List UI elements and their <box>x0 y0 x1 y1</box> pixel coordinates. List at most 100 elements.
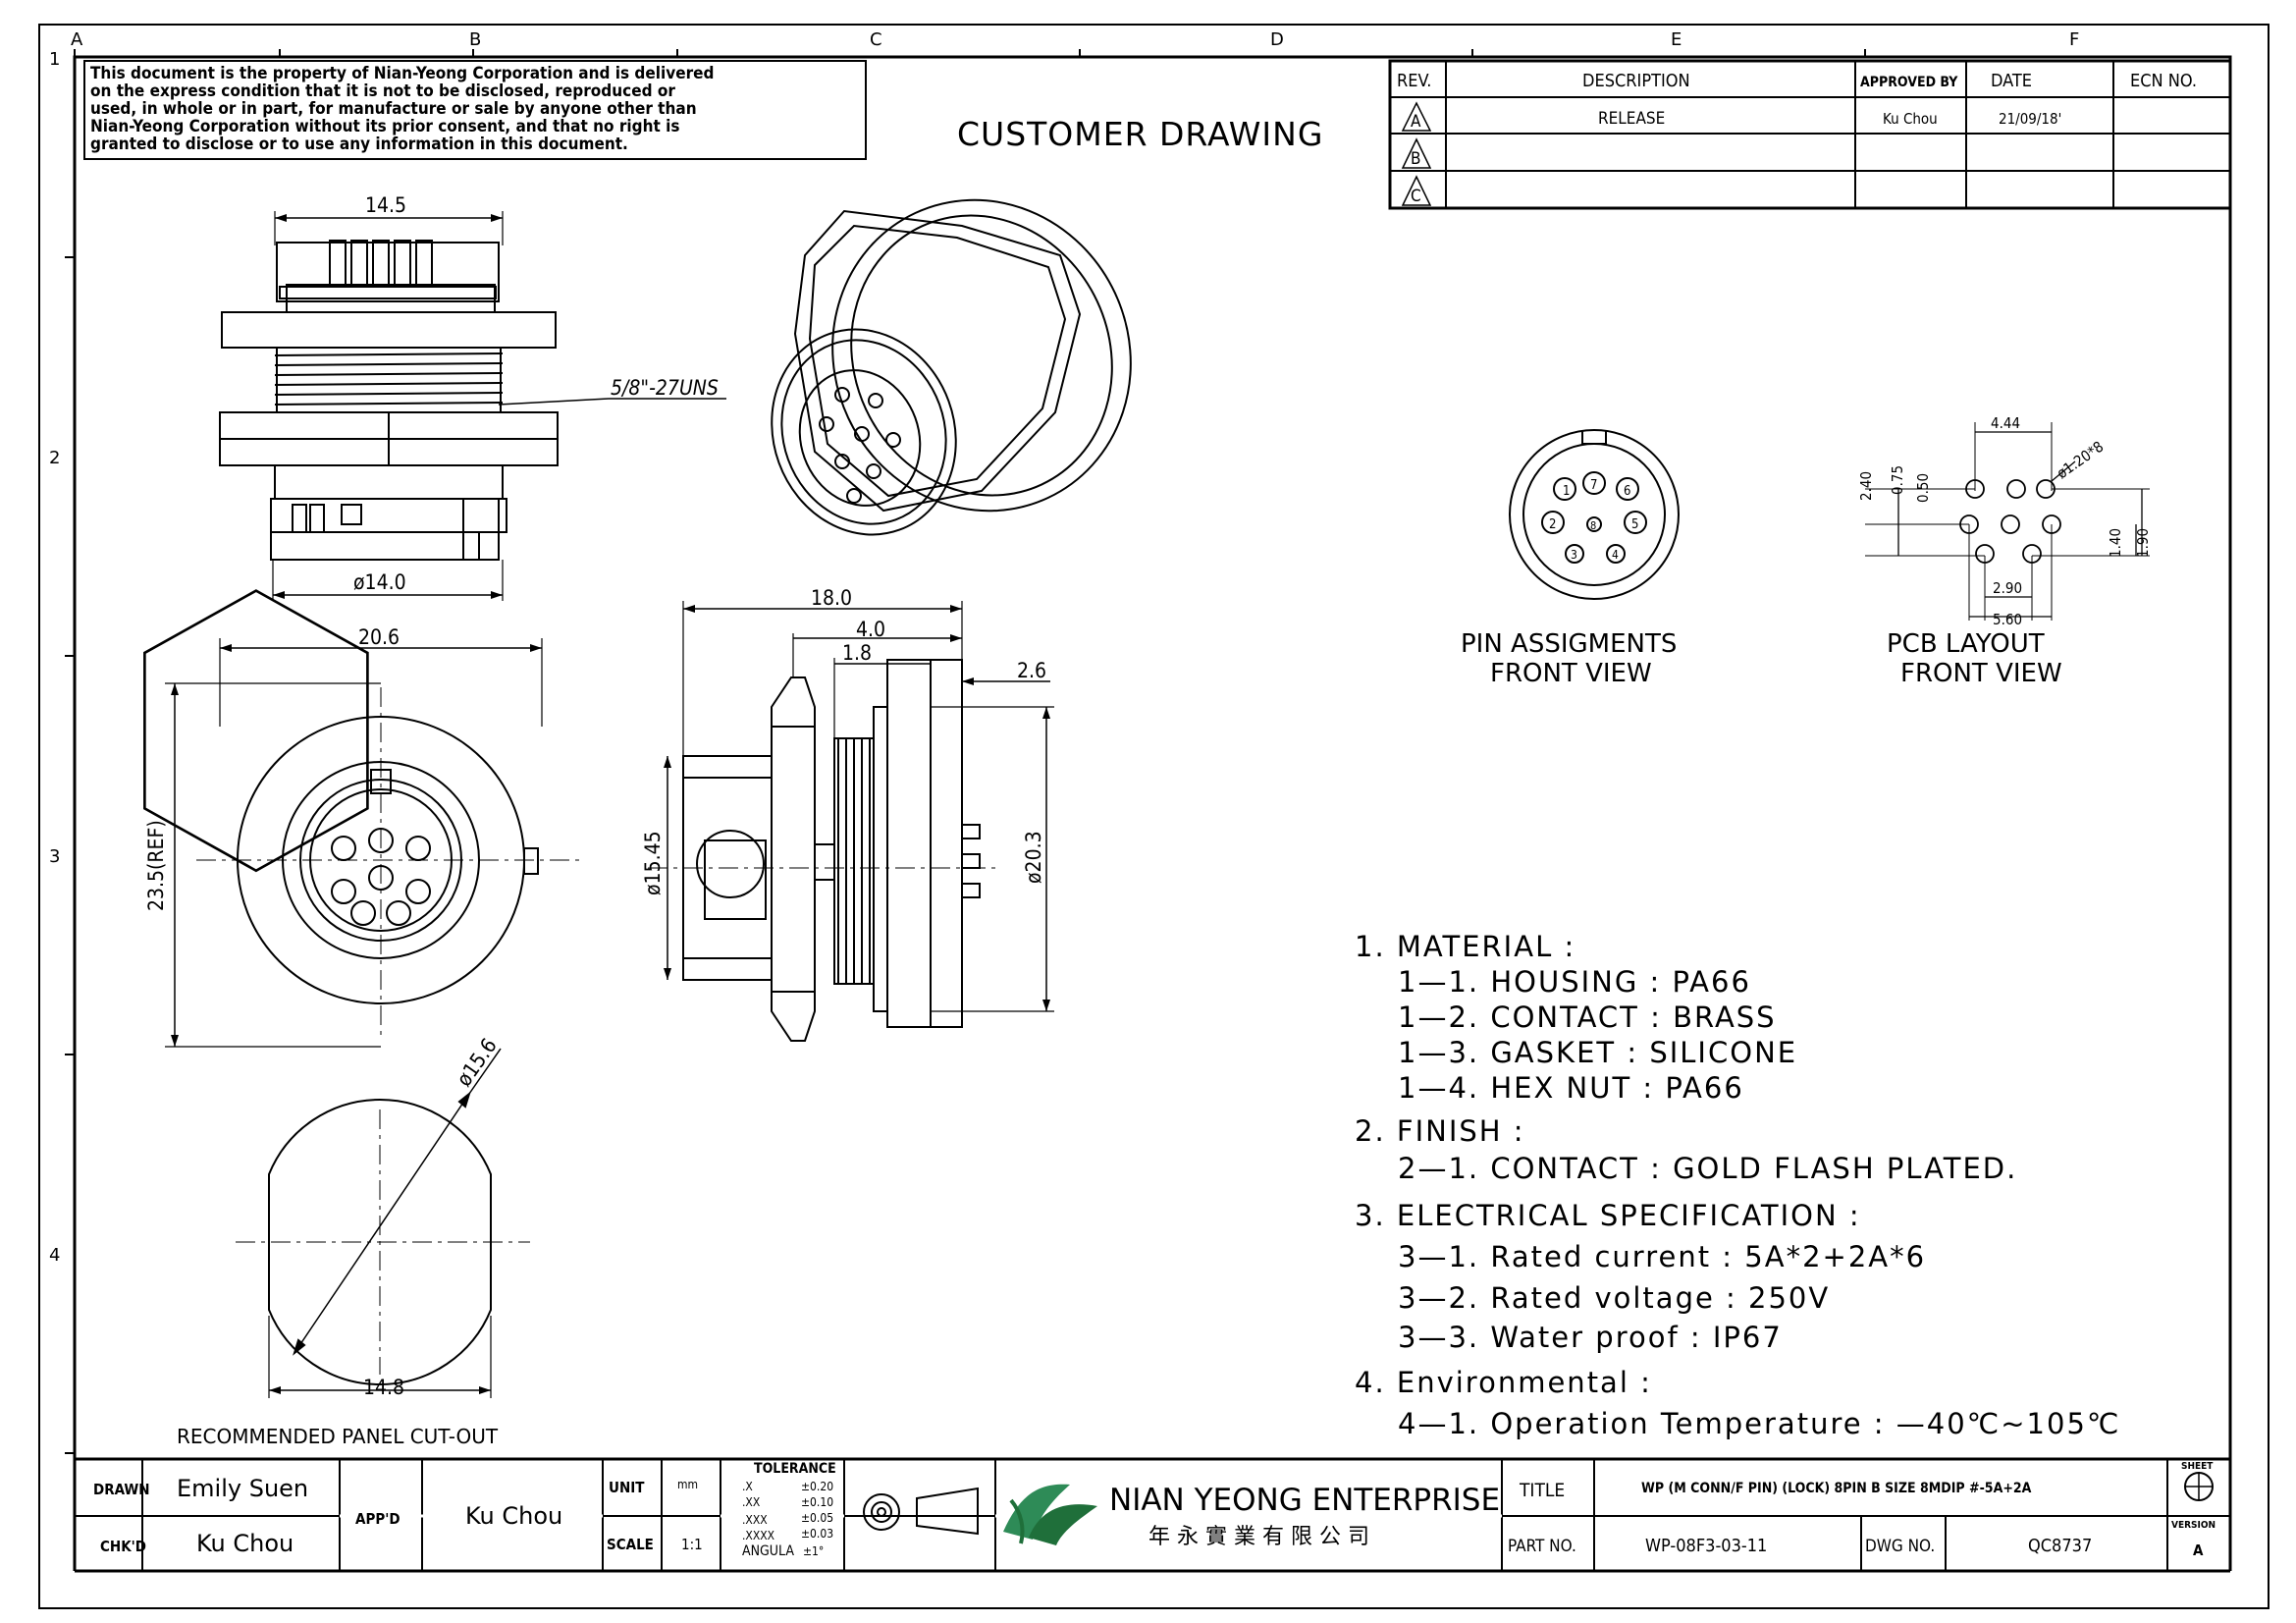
tolerance-value: ±0.20 <box>801 1480 833 1493</box>
title-label: TITLE <box>1519 1480 1565 1501</box>
pin-numbers: 1 2 3 4 5 6 7 8 <box>1549 478 1638 562</box>
tolerance-key: .XX <box>742 1495 761 1509</box>
title-block <box>75 1459 2230 1571</box>
tolerance-label: TOLERANCE <box>754 1461 836 1477</box>
pcb-dim-0-75: 0.75 <box>1889 465 1906 495</box>
rev-header-description: DESCRIPTION <box>1582 71 1690 91</box>
company-logo <box>1003 1484 1097 1545</box>
pin-number: 7 <box>1590 478 1597 493</box>
dim-top-width: 14.5 <box>365 193 406 217</box>
tolerance-value: ±0.05 <box>801 1511 833 1525</box>
proprietary-notice: This document is the property of Nian-Ye… <box>83 60 867 160</box>
dim-side-overall: 18.0 <box>811 586 852 610</box>
approved-label: APP'D <box>355 1510 400 1528</box>
pcb-label: PCB LAYOUT <box>1887 629 2045 659</box>
dim-cutout-flat: 14.8 <box>363 1376 404 1399</box>
tolerance-value: ±0.03 <box>801 1527 833 1541</box>
dim-side-b: 1.8 <box>842 641 872 665</box>
note-line: 1. MATERIAL : <box>1355 930 1575 963</box>
part-no-label: PART NO. <box>1508 1537 1576 1556</box>
top-view-drawing <box>219 211 726 601</box>
note-line: 3—2. Rated voltage : 250V <box>1398 1281 1830 1315</box>
rev-header-ecn: ECN NO. <box>2130 71 2197 91</box>
zone-number: 1 <box>49 49 60 70</box>
note-line: 3. ELECTRICAL SPECIFICATION : <box>1355 1199 1861 1232</box>
tolerance-key: .X <box>742 1480 753 1493</box>
approved-name: Ku Chou <box>465 1502 562 1530</box>
zone-letter: B <box>469 29 481 50</box>
drawing-title: WP (M CONN/F PIN) (LOCK) 8PIN B SIZE 8MD… <box>1641 1481 2032 1496</box>
drawn-name: Emily Suen <box>177 1475 308 1502</box>
sheet-label: SHEET <box>2181 1461 2214 1472</box>
tolerance-value: ±0.10 <box>801 1495 833 1509</box>
drawing-heading: CUSTOMER DRAWING <box>957 115 1323 153</box>
zone-letter: C <box>870 29 882 50</box>
pcb-dim-2-40: 2.40 <box>1857 471 1875 501</box>
revision-table: REV. DESCRIPTION APPROVED BY DATE ECN NO… <box>1388 59 2232 210</box>
dim-side-dia-large: ø20.3 <box>1022 831 1045 884</box>
tolerance-value: ±1° <box>803 1544 824 1558</box>
rev-header-date: DATE <box>1991 71 2032 91</box>
spec-notes: 1. MATERIAL : 1—1. HOUSING : PA66 1—2. C… <box>1355 930 2120 1440</box>
unit-label: UNIT <box>609 1479 645 1496</box>
note-line: 1—2. CONTACT : BRASS <box>1398 1001 1777 1034</box>
zone-number: 2 <box>49 448 60 468</box>
outer-frame <box>38 24 2269 1609</box>
version-value: A <box>2193 1542 2204 1559</box>
zone-letter: E <box>1671 29 1682 50</box>
tolerance-key: .XXXX <box>742 1529 775 1542</box>
pin-number: 3 <box>1571 548 1577 562</box>
rev-row-b-rev: B <box>1411 149 1421 169</box>
pcb-dim-hole: ø1.20*8 <box>2054 438 2107 483</box>
pin-number: 2 <box>1549 517 1556 532</box>
dwg-no-label: DWG NO. <box>1865 1537 1935 1556</box>
pin-view-sublabel: FRONT VIEW <box>1490 659 1652 688</box>
pin-view-label: PIN ASSIGMENTS <box>1461 629 1677 659</box>
dim-side-c: 2.6 <box>1017 659 1046 682</box>
cutout-label: RECOMMENDED PANEL CUT-OUT <box>177 1425 499 1448</box>
pin-number: 6 <box>1624 484 1630 499</box>
zone-number: 3 <box>49 846 60 867</box>
isometric-view-drawing <box>771 198 1132 536</box>
pcb-dim-1-90: 1.90 <box>2134 528 2152 558</box>
scale-label: SCALE <box>607 1536 654 1553</box>
dwg-no: QC8737 <box>2028 1536 2092 1556</box>
dim-side-a: 4.0 <box>856 618 885 641</box>
notice-line: granted to disclose or to use any inform… <box>90 135 628 154</box>
pcb-sublabel: FRONT VIEW <box>1900 659 2062 688</box>
dim-front-height: 23.5(REF) <box>144 820 168 911</box>
pcb-dim-0-50: 0.50 <box>1914 473 1932 503</box>
note-line: 1—1. HOUSING : PA66 <box>1398 965 1751 999</box>
pin-number: 5 <box>1631 517 1638 532</box>
front-view-drawing <box>143 589 579 1048</box>
note-line: 3—3. Water proof : IP67 <box>1398 1321 1783 1354</box>
note-line: 2. FINISH : <box>1355 1114 1525 1148</box>
dim-front-width: 20.6 <box>358 625 400 649</box>
inner-frame <box>73 55 2232 1461</box>
rev-header-approved: APPROVED BY <box>1860 75 1958 90</box>
zone-letter: D <box>1270 29 1284 50</box>
unit-value: mm <box>677 1478 698 1491</box>
company-name: NIAN YEONG ENTERPRISE <box>1109 1483 1500 1518</box>
zone-markers: A B C D E F 1 2 3 4 <box>49 29 2079 1454</box>
scale-value: 1:1 <box>681 1536 703 1553</box>
dim-thread: 5/8"-27UNS <box>611 376 719 400</box>
pin-number: 8 <box>1590 519 1596 532</box>
pin-assignment-drawing <box>1509 429 1680 600</box>
pin-number: 4 <box>1612 548 1619 562</box>
company-name-cn: 年 永 實 業 有 限 公 司 <box>1148 1525 1369 1549</box>
note-line: 1—3. GASKET : SILICONE <box>1398 1036 1797 1069</box>
note-line: 4—1. Operation Temperature : —40℃~105℃ <box>1398 1407 2120 1440</box>
rev-row-a-approved: Ku Chou <box>1883 110 1938 128</box>
pcb-dim-5-60: 5.60 <box>1993 611 2022 628</box>
dim-cutout-dia: ø15.6 <box>452 1034 501 1091</box>
rev-header-rev: REV. <box>1397 71 1431 91</box>
checked-label: CHK'D <box>100 1538 146 1555</box>
pcb-dim-1-40: 1.40 <box>2107 528 2124 558</box>
version-label: VERSION <box>2171 1520 2216 1531</box>
rev-row-a-rev: A <box>1411 112 1421 132</box>
side-view-drawing <box>648 601 1054 1042</box>
rev-row-a-date: 21/09/18' <box>1999 110 2061 128</box>
pin-number: 1 <box>1563 484 1570 499</box>
panel-cutout-drawing <box>236 1048 530 1398</box>
